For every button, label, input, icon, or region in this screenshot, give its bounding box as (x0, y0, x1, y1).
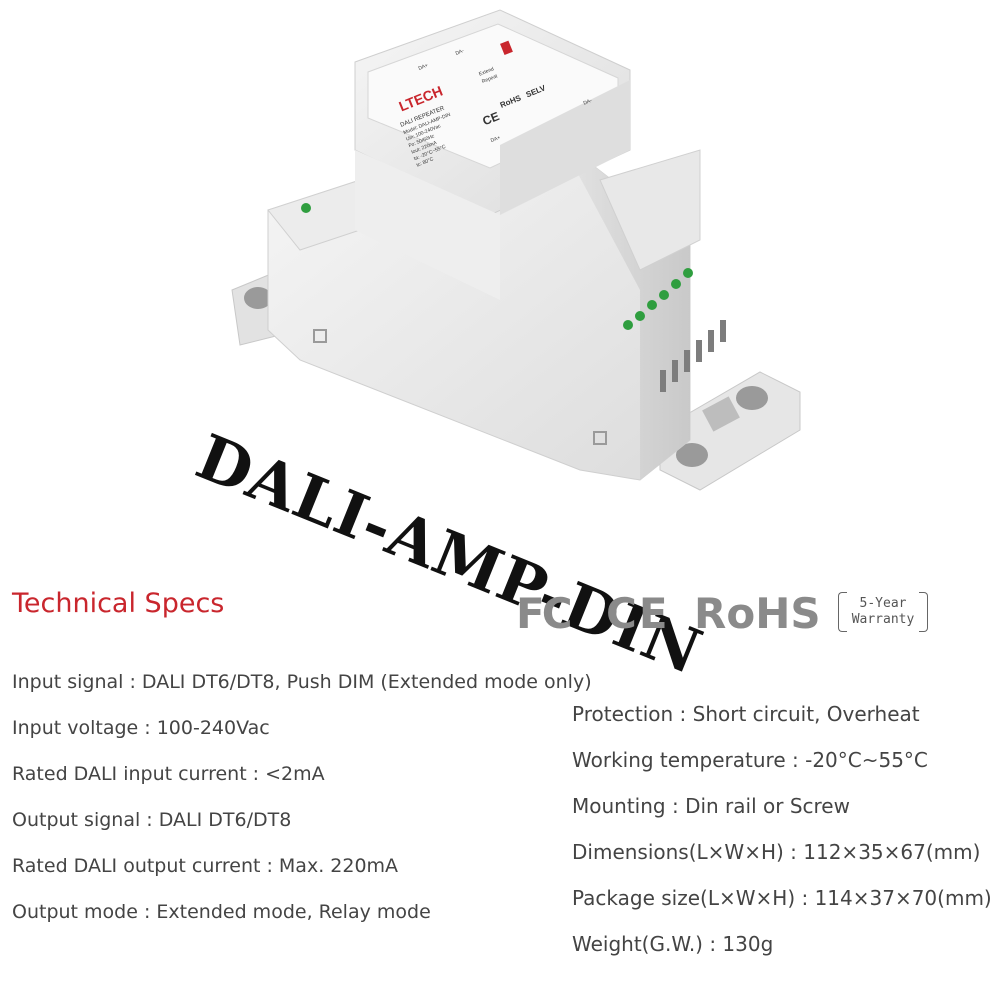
port-label: DA+ (490, 135, 501, 144)
din-rail-module-illustration: LTECH DALI REPEATER Model: DALI-AMP-DIN … (231, 9, 801, 491)
specs-right-column: Protection : Short circuit, Overheat Wor… (572, 702, 992, 978)
rohs-logo: RoHS (694, 588, 821, 638)
spec-mounting: Mounting : Din rail or Screw (572, 794, 850, 818)
spec-dimensions: Dimensions(L×W×H) : 112×35×67(mm) (572, 840, 981, 864)
spec-working-temperature: Working temperature : -20°C~55°C (572, 748, 928, 772)
spec-package-size: Package size(L×W×H) : 114×37×70(mm) (572, 886, 992, 910)
switch-label: Extend (478, 66, 495, 77)
spec-output-current: Rated DALI output current : Max. 220mA (12, 855, 399, 877)
spec-protection: Protection : Short circuit, Overheat (572, 702, 920, 726)
spec-weight: Weight(G.W.) : 130g (572, 932, 774, 956)
product-image: LTECH DALI REPEATER Model: DALI-AMP-DIN … (187, 9, 801, 689)
warranty-word: Warranty (851, 612, 915, 627)
mode-switch (500, 40, 513, 56)
fcc-logo: FC (516, 588, 573, 638)
port-label: DA+ (418, 63, 429, 72)
spec-input-voltage: Input voltage : 100-240Vac (12, 717, 270, 739)
warranty-years: 5-Year (859, 596, 907, 611)
warranty-badge: 5-Year Warranty (838, 590, 928, 636)
ce-mark: CE (481, 109, 502, 128)
spec-output-signal: Output signal : DALI DT6/DT8 (12, 809, 292, 831)
certification-logos: FC CE RoHS 5-Year Warranty (516, 588, 928, 638)
port-label: DA- (583, 98, 594, 107)
spec-input-signal: Input signal : DALI DT6/DT8, Push DIM (E… (12, 671, 592, 693)
ce-logo: CE (606, 588, 670, 638)
switch-label: Repeat (481, 73, 499, 85)
port-label: DA- (455, 48, 466, 57)
specs-left-column: Input signal : DALI DT6/DT8, Push DIM (E… (12, 670, 592, 946)
spec-output-mode: Output mode : Extended mode, Relay mode (12, 901, 431, 923)
spec-input-current: Rated DALI input current : <2mA (12, 763, 325, 785)
section-title: Technical Specs (12, 588, 225, 619)
